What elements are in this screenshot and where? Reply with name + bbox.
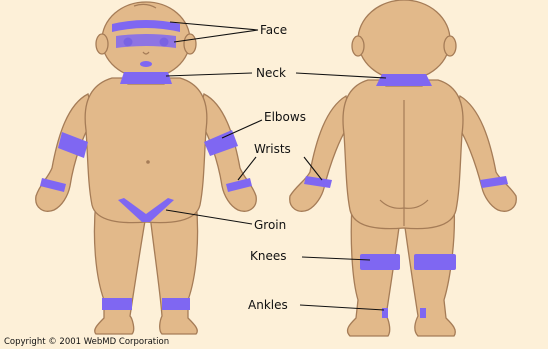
label-elbows: Elbows bbox=[264, 110, 306, 124]
ankle-band-left bbox=[102, 298, 132, 310]
back-ankle-band-right bbox=[420, 308, 426, 318]
front-torso bbox=[85, 78, 207, 223]
front-figure bbox=[36, 2, 257, 334]
label-neck: Neck bbox=[256, 66, 286, 80]
label-knees: Knees bbox=[250, 249, 287, 263]
neck-leader-back bbox=[296, 73, 386, 78]
front-left-ear bbox=[96, 34, 108, 54]
back-head bbox=[358, 0, 450, 80]
copyright-notice: Copyright © 2001 WebMD Corporation bbox=[4, 337, 169, 347]
neck-band-front bbox=[120, 72, 172, 84]
neck-leader bbox=[166, 73, 252, 76]
ankle-band-right bbox=[162, 298, 190, 310]
knee-band-left bbox=[360, 254, 400, 270]
label-ankles: Ankles bbox=[248, 298, 288, 312]
label-face: Face bbox=[260, 23, 287, 37]
back-left-ear bbox=[352, 36, 364, 56]
back-figure bbox=[290, 0, 517, 336]
front-right-ear bbox=[184, 34, 196, 54]
mouth bbox=[140, 61, 152, 67]
back-torso bbox=[343, 80, 463, 229]
navel bbox=[146, 160, 150, 164]
neck-band-back bbox=[376, 74, 432, 86]
face-band-eyes bbox=[116, 34, 176, 48]
knee-band-right bbox=[414, 254, 456, 270]
back-right-ear bbox=[444, 36, 456, 56]
label-wrists: Wrists bbox=[254, 142, 291, 156]
label-groin: Groin bbox=[254, 218, 286, 232]
